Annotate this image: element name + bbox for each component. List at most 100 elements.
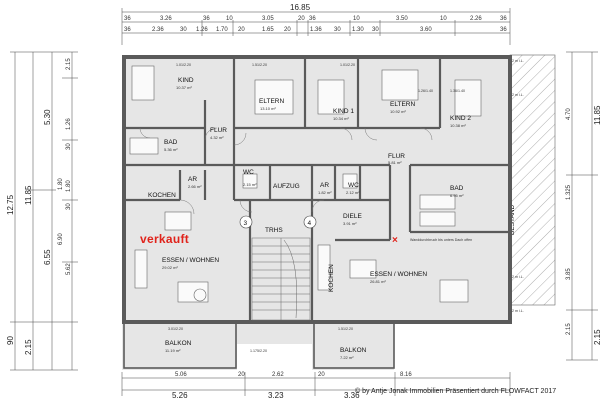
room-label-trhs: TRHS	[265, 227, 283, 234]
dim-label: 11.85	[593, 105, 602, 125]
dim-label: 3.50	[396, 16, 408, 22]
dim-label: 8.16	[400, 372, 412, 378]
dim-label: 10	[226, 16, 233, 22]
room-sill: 1.51/2.20	[338, 327, 353, 331]
dim-label: 6.90	[58, 233, 64, 245]
room-label-eltern-right: ELTERN	[390, 101, 415, 108]
dim-label: 20	[298, 16, 305, 22]
top-dim-row-2: 36 2.36 30 1.26 1.70 20 1.65 20 1.36 30 …	[124, 27, 507, 33]
bestand-label: BESTAND	[509, 204, 516, 235]
room-sill: 1.51/2.20	[252, 63, 267, 67]
room-label-kochen-right: KOCHEN	[328, 264, 335, 292]
right-dimensions	[566, 51, 598, 361]
room-sill: 1.01/2.20	[176, 63, 191, 67]
room-area: 13.10 m²	[260, 106, 276, 111]
dim-label: 1.36	[310, 27, 322, 33]
round-table	[193, 288, 207, 302]
level-mark: 2 m i.L.	[512, 59, 524, 63]
door-swings	[139, 127, 433, 215]
dim-label: 30	[372, 27, 379, 33]
staircase	[251, 237, 311, 321]
dim-label: 10	[353, 16, 360, 22]
room-area: 7.22 m²	[340, 355, 354, 360]
stair-number-right: 4	[308, 220, 312, 227]
room-area: 1.82 m²	[318, 190, 332, 195]
dim-label: 36	[124, 27, 131, 33]
dim-label: 2.15	[566, 323, 572, 335]
room-label-kind-2: KIND 2	[450, 115, 471, 122]
room-label-flur-right: FLUR	[388, 153, 405, 160]
floor-fill	[122, 55, 512, 370]
room-label-kind: KIND	[178, 77, 194, 84]
room-area: 6.95 m²	[450, 193, 464, 198]
room-sill: 1.01/2.20	[340, 63, 355, 67]
wall-note: Wanddurchbruch bis unters Dach offen	[410, 238, 472, 242]
room-area: 11.19 m²	[165, 348, 181, 353]
room-label-bad-right: BAD	[450, 185, 464, 192]
overall-width-label: 16.85	[290, 3, 311, 12]
level-mark: 2 m i.L.	[512, 93, 524, 97]
room-sill: 1.26/1.40	[418, 89, 433, 93]
level-marks: 2 m i.L. 2 m i.L. 2 m i.L. 2 m i.L.	[512, 59, 524, 313]
dim-label: 20	[238, 372, 245, 378]
room-area: 2.15 m²	[243, 182, 257, 187]
room-label-balkon-left: BALKON	[165, 340, 192, 347]
dim-label: 5.26	[172, 391, 188, 400]
dim-label: 3.85	[566, 268, 572, 280]
dim-label: 36	[500, 27, 507, 33]
existing-building-hatch	[509, 54, 556, 306]
room-label-wc-right: WC	[348, 182, 359, 189]
stair-width-label: 1.175/2.20	[250, 349, 267, 353]
room-label-wc-left: WC	[243, 169, 254, 176]
left-dimensions	[10, 51, 78, 371]
dim-label: 3.26	[160, 16, 172, 22]
room-label-kind-1: KIND 1	[333, 108, 354, 115]
dim-label: 20	[318, 372, 325, 378]
furniture	[129, 65, 482, 303]
dim-label: 5.30	[43, 109, 52, 125]
room-label-flur-left: FLUR	[210, 127, 227, 134]
room-area: 2.66 m²	[188, 184, 202, 189]
bottom-dimensions	[121, 372, 511, 396]
copyright-text: © by Antje Jonak Immobilien Präsentiert …	[355, 388, 557, 395]
room-area: 10.92 m²	[390, 109, 406, 114]
room-labels: KIND 10.37 m² 1.01/2.20 ELTERN 13.10 m² …	[148, 63, 471, 360]
room-area: 10.34 m²	[333, 116, 349, 121]
dim-label: 30	[66, 203, 72, 210]
room-label-kochen-left: KOCHEN	[148, 192, 176, 199]
top-dim-row-1: 36 3.26 36 10 3.05 20 36 10 3.50 10 2.26…	[124, 16, 507, 22]
dim-label: 1.70	[216, 27, 228, 33]
dim-label: 10	[440, 16, 447, 22]
dim-label: 36	[124, 16, 131, 22]
room-label-essen-wohnen-right: ESSEN / WOHNEN	[370, 271, 427, 278]
stair-number-left: 3	[244, 220, 248, 227]
dim-label: 20	[238, 27, 245, 33]
room-label-ar-left: AR	[188, 176, 197, 183]
dim-label: 6.55	[43, 249, 52, 265]
dim-label: 3.36	[344, 391, 360, 400]
dim-label: 1.325	[566, 184, 572, 200]
dim-label: 1.80	[58, 178, 64, 190]
room-area: 10.37 m²	[176, 85, 192, 90]
dim-label: 20	[284, 27, 291, 33]
top-dimensions	[121, 8, 511, 45]
room-label-aufzug: AUFZUG	[273, 183, 300, 190]
dim-label: 3.05	[262, 16, 274, 22]
room-area: 5.36 m²	[164, 147, 178, 152]
dim-label: 30	[180, 27, 187, 33]
dim-label: 1.30	[352, 27, 364, 33]
room-area: 2.12 m²	[346, 190, 360, 195]
room-area: 5.81 m²	[388, 160, 402, 165]
sold-label: verkauft	[140, 232, 190, 246]
dim-label: 3.60	[420, 27, 432, 33]
room-area: 3.91 m²	[343, 221, 357, 226]
dim-label: 1.65	[262, 27, 274, 33]
room-label-ar-right: AR	[320, 182, 329, 189]
balconies	[123, 321, 395, 369]
dim-label: 1.26	[66, 118, 72, 130]
dim-label: 3.23	[268, 391, 284, 400]
room-area: 29.02 m²	[162, 265, 178, 270]
room-sill: 1.36/1.40	[450, 89, 465, 93]
room-label-balkon-right: BALKON	[340, 347, 367, 354]
